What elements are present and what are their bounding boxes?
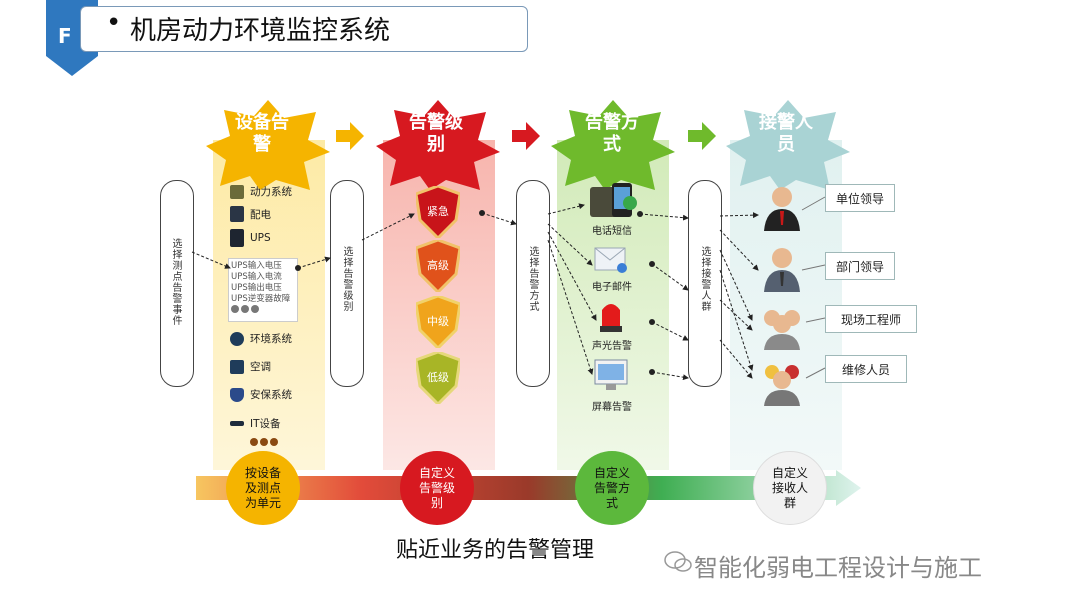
device-power: 动力系统 [230,184,292,199]
star-level [376,100,500,190]
shield-medium-icon [416,296,460,348]
method-alarm-light: 声光告警 [592,341,632,352]
bracket-event [160,180,194,387]
distribution-cabinet-icon [230,206,244,222]
wechat-icon [664,551,692,572]
level-medium: 中级 [427,315,449,328]
device-security: 安保系统 [230,387,292,402]
security-shield-icon [230,387,244,402]
bracket-label-event: 选择测点告警事件 [170,238,181,326]
title-bullet: • [106,8,122,38]
column-header-method: 告警方式 [585,112,639,155]
column-header-level: 告警级别 [409,112,463,155]
ups-event: UPS输入电流 [231,272,282,282]
shield-high-icon [416,240,460,292]
footer-watermark: 智能化弱电工程设计与施工 [694,554,982,582]
star-device [206,100,330,190]
device-ups: UPS [230,229,271,247]
fan-icon [230,331,244,346]
server-icon [230,421,244,426]
shield-urgent-icon [416,186,460,238]
aircon-icon [230,359,244,374]
repair-staff-avatar-icon [764,365,800,406]
more-dots-icon [231,305,295,317]
personnel-repair-staff: 维修人员 [825,355,907,383]
shield-low-icon [416,352,460,404]
process-band [196,470,861,506]
step-method: 自定义告警方式 [575,451,649,525]
bracket-label-level: 选择告警级别 [341,246,352,312]
diagram-caption: 贴近业务的告警管理 [396,538,595,563]
engineers-avatar-icon [764,310,800,350]
personnel-dept-leader: 部门领导 [825,252,895,280]
ups-icon [230,229,244,247]
device-distribution: 配电 [230,206,271,222]
star-personnel [726,100,850,190]
leader-avatar-icon [764,187,800,231]
method-email: 电子邮件 [592,282,632,293]
ups-event: UPS输出电压 [231,283,282,293]
power-system-icon [230,184,244,199]
column-header-device: 设备告警 [235,112,289,155]
personnel-field-engineer: 现场工程师 [825,305,917,333]
arrow-right-icon [688,122,716,150]
ups-event-list: UPS输入电压 UPS输入电流 UPS输出电压 UPS逆变器故障 [228,258,298,322]
device-it: IT设备 [230,416,281,431]
bracket-level [330,180,364,387]
bracket-label-personnel: 选择接警人群 [699,246,710,312]
page-title: 机房动力环境监控系统 [130,16,391,46]
step-level: 自定义告警级别 [400,451,474,525]
more-dots-icon [250,431,280,450]
ups-event: UPS输入电压 [231,261,282,271]
device-aircon: 空调 [230,359,271,374]
method-screen: 屏幕告警 [592,402,632,413]
level-urgent: 紧急 [427,205,449,218]
column-header-personnel: 接警人员 [759,112,813,155]
device-environment: 环境系统 [230,331,292,346]
manager-avatar-icon [764,248,800,292]
step-device: 按设备及测点为单元 [226,451,300,525]
step-personnel: 自定义接收人群 [753,451,827,525]
ups-event: UPS逆变器故障 [231,294,291,304]
badge-letter: F [58,24,72,48]
method-phone-sms: 电话短信 [592,226,632,237]
level-low: 低级 [427,371,449,384]
title-box [80,6,528,52]
phone-sms-icon [590,183,637,217]
personnel-unit-leader: 单位领导 [825,184,895,212]
monitor-screen-icon [594,359,628,390]
email-icon [594,247,627,273]
arrow-right-icon [336,122,364,150]
arrow-right-icon [512,122,540,150]
level-high: 高级 [427,259,449,272]
bracket-label-method: 选择告警方式 [527,246,538,312]
alarm-light-icon [600,304,622,332]
star-method [551,100,675,190]
